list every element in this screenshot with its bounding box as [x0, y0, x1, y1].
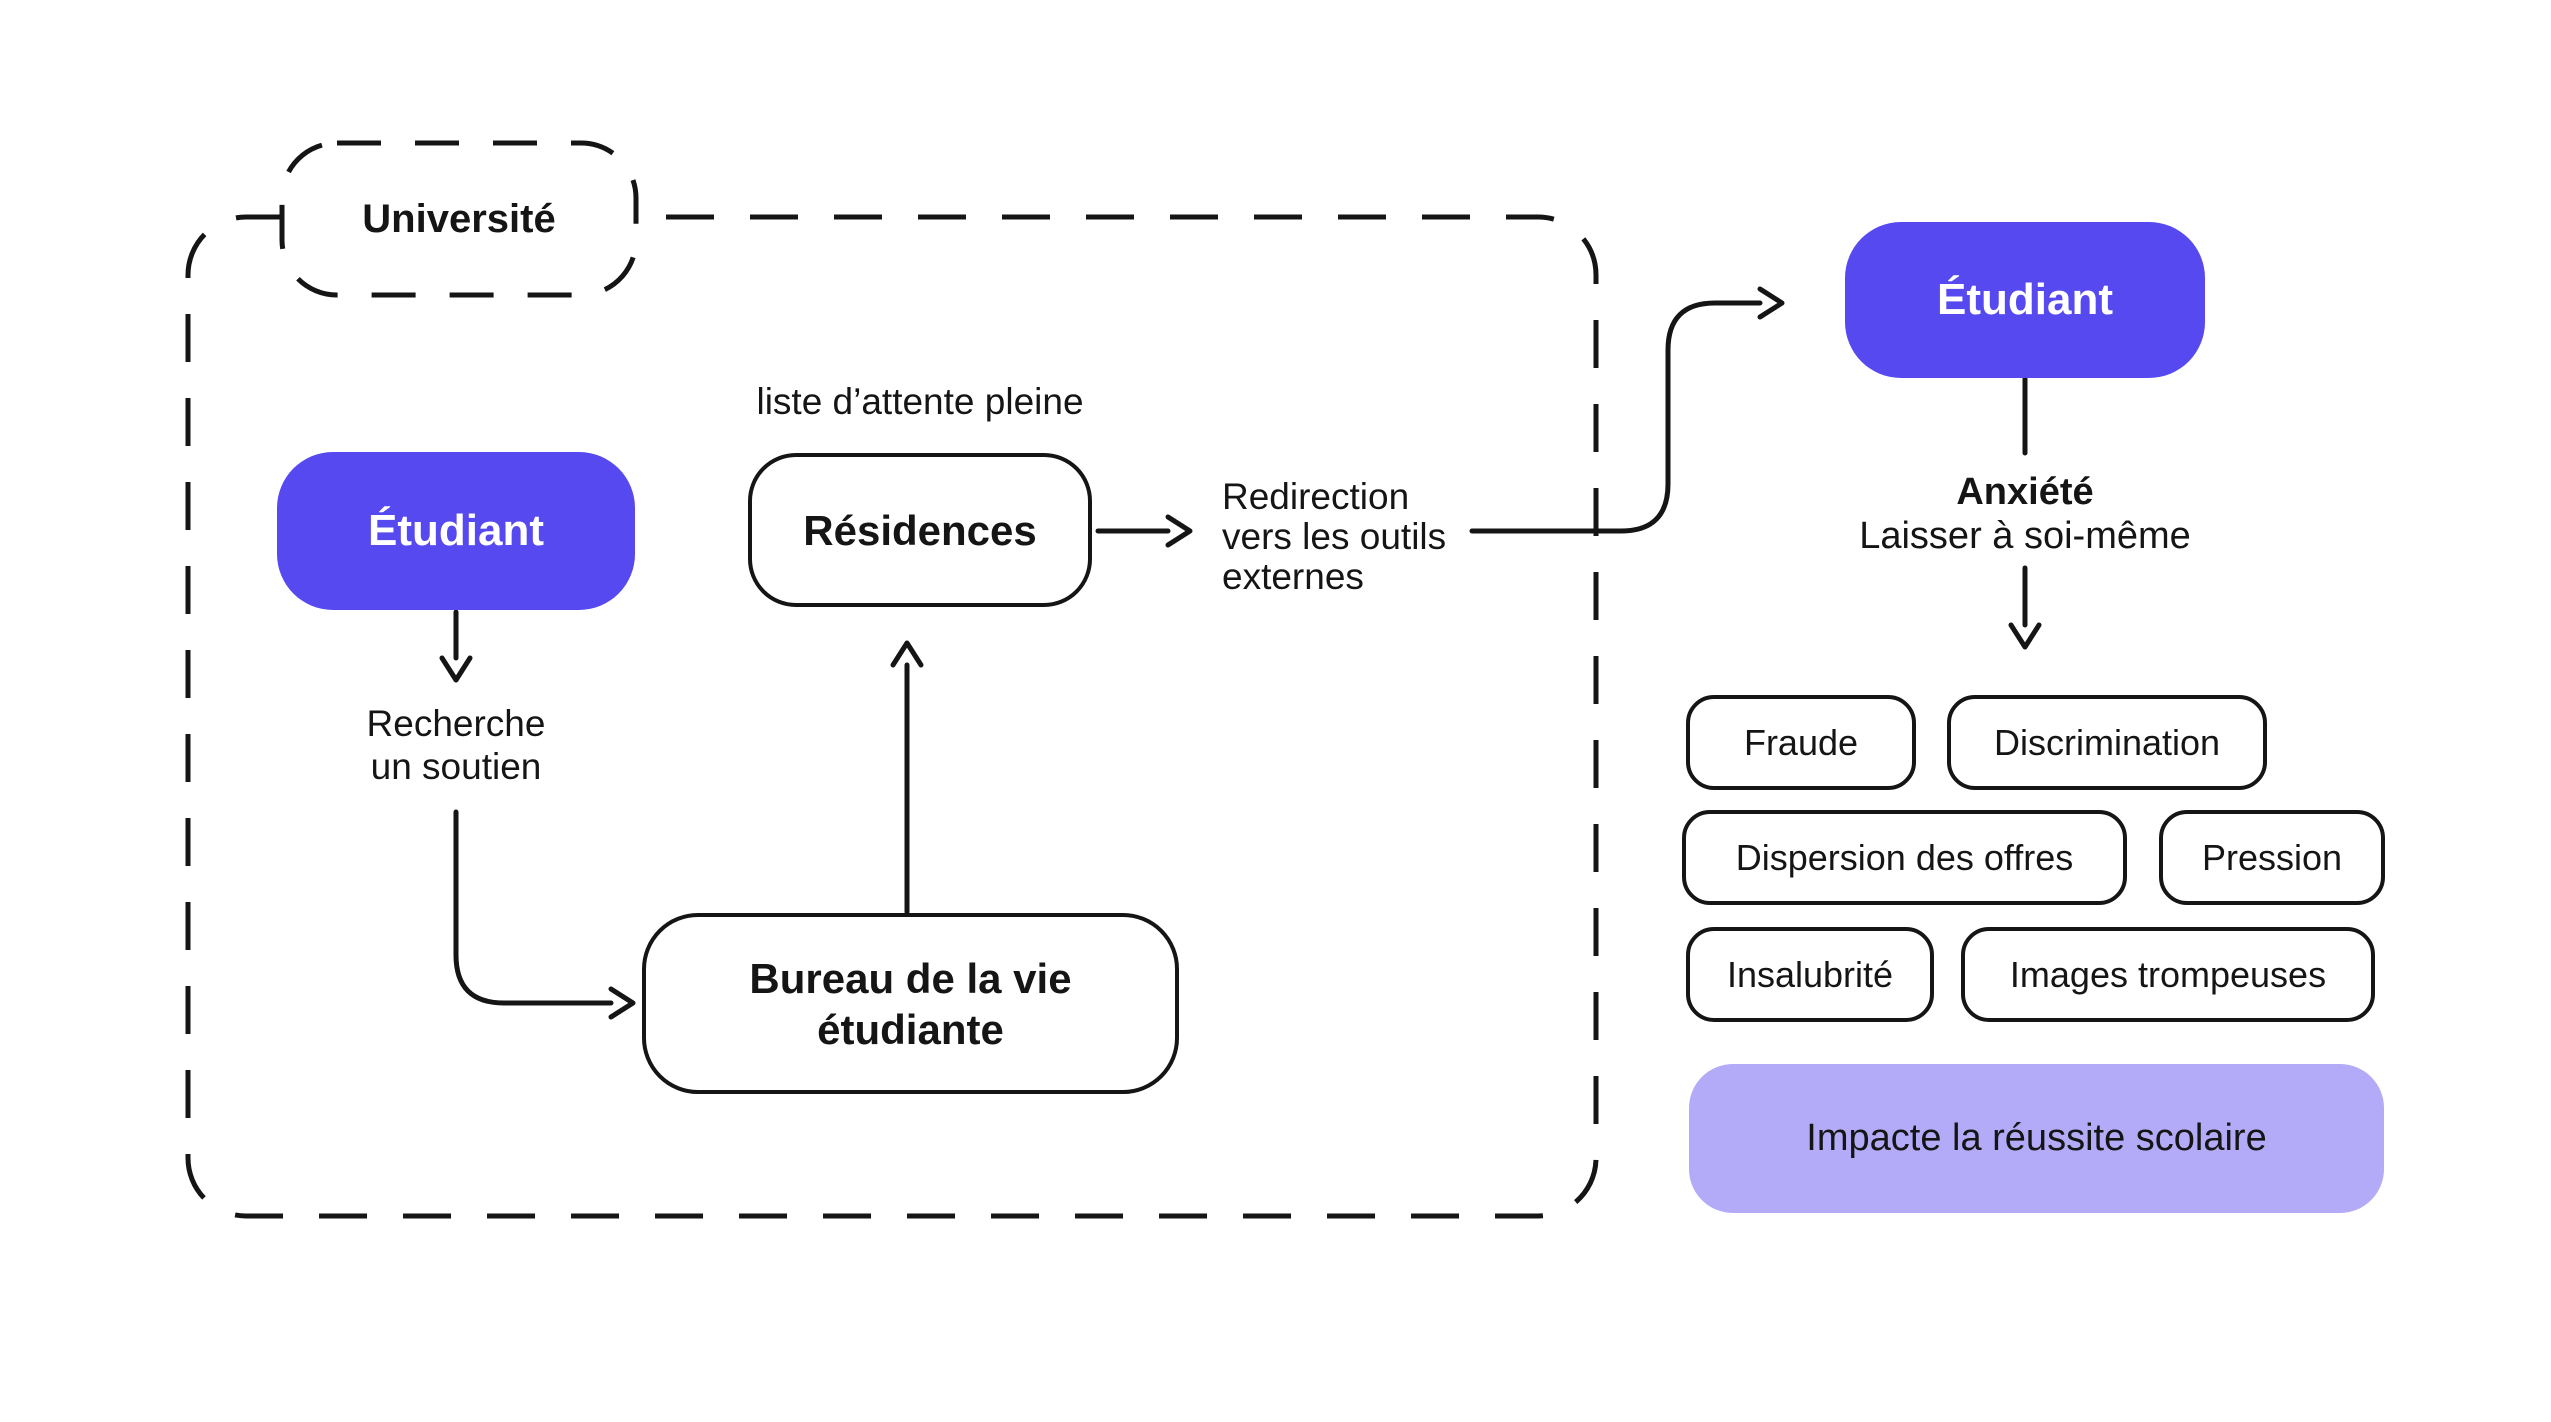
- arrow-search-to-bureau-icon: [453, 809, 636, 1020]
- node-bureau: Bureau de la vie étudiante: [642, 913, 1179, 1094]
- pill-images-trompeuses: Images trompeuses: [1961, 927, 2375, 1022]
- pill-dispersion-label: Dispersion des offres: [1735, 836, 2074, 878]
- pill-dispersion-des-offres: Dispersion des offres: [1682, 810, 2127, 905]
- label-anxiety-sub: Laisser à soi-même: [1859, 515, 2191, 557]
- university-label-text: Université: [362, 196, 556, 241]
- pill-discrimination: Discrimination: [1947, 695, 2267, 790]
- label-anxiety-title: Anxiété: [1956, 471, 2094, 513]
- pill-images-label: Images trompeuses: [2009, 953, 2327, 995]
- node-residences: Résidences: [748, 453, 1092, 607]
- node-student-left: Étudiant: [277, 452, 635, 610]
- label-waitlist-full: liste d’attente pleine: [756, 381, 1084, 422]
- pill-discrimination-label: Discrimination: [1993, 721, 2221, 763]
- pill-fraude: Fraude: [1686, 695, 1916, 790]
- impact-box: Impacte la réussite scolaire: [1689, 1064, 2384, 1213]
- arrow-redirection-to-student-icon: [1469, 286, 1785, 534]
- university-label-outline: [279, 140, 639, 298]
- node-student-left-label: Étudiant: [368, 506, 544, 555]
- pill-fraude-label: Fraude: [1743, 721, 1859, 763]
- node-bureau-label: Bureau de la vie étudiante: [749, 954, 1072, 1053]
- label-redirection: Redirection vers les outils externes: [1222, 476, 1447, 597]
- pill-pression: Pression: [2159, 810, 2385, 905]
- label-search-support: Recherche un soutien: [366, 703, 546, 787]
- pill-insalubrite-label: Insalubrité: [1726, 953, 1894, 995]
- university-label: Université: [282, 143, 636, 295]
- pill-pression-label: Pression: [2201, 836, 2343, 878]
- node-student-right: Étudiant: [1845, 222, 2205, 378]
- node-student-right-label: Étudiant: [1937, 275, 2113, 324]
- impact-box-label: Impacte la réussite scolaire: [1806, 1117, 2267, 1159]
- node-residences-label: Résidences: [803, 506, 1037, 554]
- pill-insalubrite: Insalubrité: [1686, 927, 1934, 1022]
